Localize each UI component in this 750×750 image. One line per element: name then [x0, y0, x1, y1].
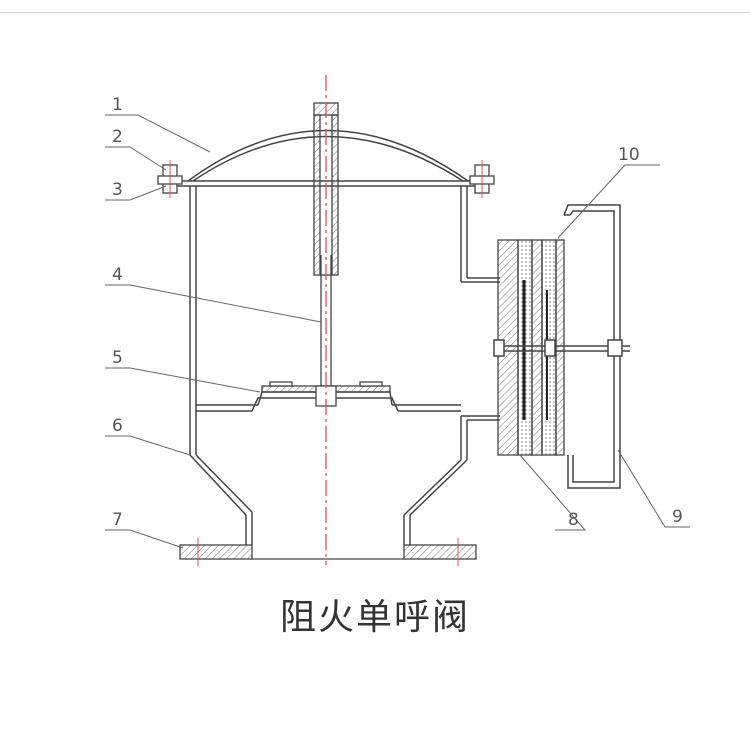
top-divider: [0, 12, 750, 13]
dome-cover: [170, 129, 480, 187]
part-label-2: 2: [112, 127, 123, 147]
part-label-6: 6: [112, 416, 123, 436]
valve-body: [189, 186, 500, 545]
bottom-flange: [179, 538, 477, 566]
bolt-right: [469, 160, 495, 198]
part-label-1: 1: [112, 95, 123, 115]
part-label-7: 7: [112, 510, 123, 530]
part-label-10: 10: [618, 145, 640, 165]
part-label-8: 8: [568, 510, 579, 530]
guide-stem: [313, 102, 339, 392]
part-label-3: 3: [112, 180, 123, 200]
bolt-left: [157, 160, 183, 198]
diagram-caption: 阻火单呼阀: [279, 597, 470, 638]
part-label-9: 9: [672, 507, 683, 527]
part-labels: 1 2 3 4 5 6 7 10 8 9: [112, 95, 683, 530]
rain-cap: [493, 204, 630, 489]
part-label-4: 4: [112, 265, 123, 285]
part-label-5: 5: [112, 348, 123, 368]
leader-lines: [105, 114, 690, 549]
